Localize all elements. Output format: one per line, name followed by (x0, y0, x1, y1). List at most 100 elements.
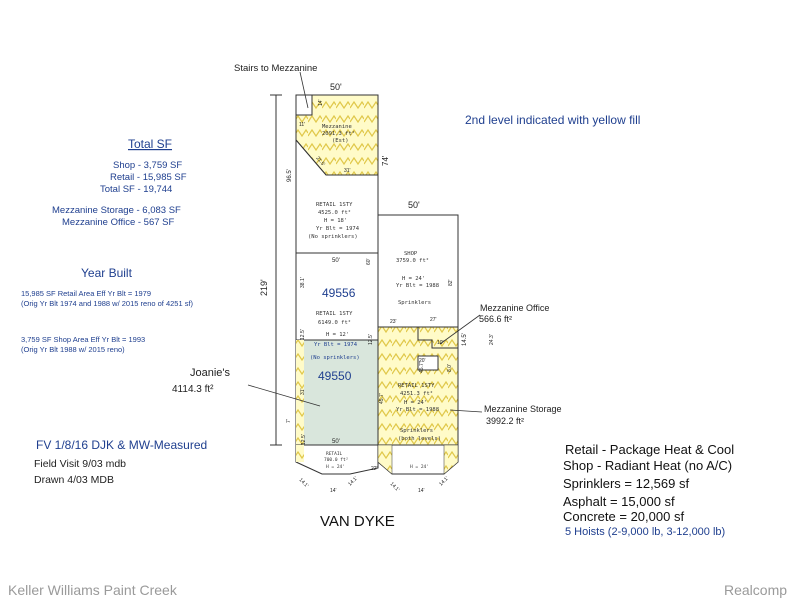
year-built-line2: (Orig Yr Blt 1974 and 1988 w/ 2015 reno … (21, 299, 194, 308)
mezz-top-l3: (Est) (332, 138, 349, 144)
retail-mid-l3: H = 12' (326, 332, 349, 338)
notes-line3: Sprinklers = 12,569 sf (563, 476, 689, 491)
dim-31b: 31' (344, 168, 351, 174)
dim-27: 27' (430, 317, 437, 323)
bottom-right-label: H = 24' (410, 464, 429, 470)
dim-45: 45.7' (419, 362, 425, 373)
year-built-line3: 3,759 SF Shop Area Eff Yr Blt = 1993 (21, 335, 145, 344)
dim-243: 24.3' (489, 334, 495, 345)
retail-small-l3: H = 24' (326, 464, 345, 470)
bottom-right-hatch-left (377, 444, 393, 475)
retail-top-l4: Yr Blt = 1974 (316, 226, 360, 232)
total-sf-mezz-office: Mezzanine Office - 567 SF (62, 217, 174, 228)
retail-top-l1: RETAIL 1STY (316, 202, 353, 208)
dim-141-b: 14.1' (347, 476, 359, 488)
retail-mid-l5: (No sprinklers) (310, 355, 360, 361)
legend-note: 2nd level indicated with yellow fill (465, 113, 640, 127)
dim-mid-width: 50' (332, 258, 340, 264)
dim-38: 38.1' (300, 277, 306, 288)
fv-line3: Drawn 4/03 MDB (34, 474, 114, 486)
dim-12-right: 12.5' (368, 334, 374, 345)
joanies-room (295, 339, 379, 446)
shop-l2: 3759.0 ft² (396, 257, 429, 264)
retail-mid-label: RETAIL 1STY 6149.0 ft² H = 12' (316, 311, 353, 338)
dim-141-d: 14.1' (438, 476, 450, 488)
joanies-name: Joanie's (190, 367, 231, 379)
notes-line6: 5 Hoists (2-9,000 lb, 3-12,000 lb) (565, 526, 725, 538)
street-label: VAN DYKE (320, 513, 395, 530)
retail-right-label: RETAIL 1STY 4251.3 ft² H = 24' Yr Blt = … (396, 383, 441, 442)
watermark-left: Keller Williams Paint Creek (8, 582, 178, 598)
joanies-leader (247, 384, 321, 407)
dim-141-a: 14.1' (298, 477, 310, 489)
dim-12-bottom: 12.5' (301, 434, 307, 445)
dim-8: 8.0' (447, 364, 453, 372)
dim-overall-height: 219' (259, 279, 269, 296)
joanies-yr-label: Yr Blt = 1974 (No sprinklers) (310, 342, 360, 361)
retail-right-l2: 4251.3 ft² (400, 390, 433, 397)
retail-mid-l4: Yr Blt = 1974 (314, 342, 358, 348)
notes-line2: Shop - Radiant Heat (no A/C) (563, 458, 732, 473)
mezz-storage-area: 3992.2 ft² (486, 416, 524, 426)
retail-small-l2: 700.0 ft² (324, 457, 348, 463)
retail-small-l1: RETAIL (326, 451, 343, 457)
shop-l1: SHOP (404, 251, 418, 257)
stairs-notch (295, 94, 313, 116)
mezz-storage-title: Mezzanine Storage (484, 404, 562, 414)
dim-left-upper: 96.5' (287, 169, 293, 182)
retail-mid-room (295, 252, 379, 341)
dim-shop-width: 50' (408, 200, 420, 210)
shop-label: SHOP 3759.0 ft² H = 24' Yr Blt = 1988 Sp… (396, 251, 439, 306)
retail-mid-number: 49556 (322, 286, 356, 300)
stairs-label: Stairs to Mezzanine (234, 63, 317, 74)
total-sf-mezz-storage: Mezzanine Storage - 6,083 SF (52, 205, 181, 216)
year-built-line4: (Orig Yr Blt 1988 w/ 2015 reno) (21, 345, 125, 354)
dim-82: 82' (448, 279, 454, 286)
joanies-hatch-strip (296, 340, 304, 445)
fv-line2: Field Visit 9/03 mdb (34, 458, 126, 470)
total-sf-title: Total SF (128, 137, 172, 151)
retail-right-l6: (both levels) (398, 436, 441, 442)
total-sf-total: Total SF - 19,744 (100, 184, 172, 195)
dim-14-a: 14' (330, 488, 337, 494)
retail-top-l3: H = 18' (324, 218, 347, 224)
dim-31: 31' (300, 388, 306, 395)
year-built-line1: 15,985 SF Retail Area Eff Yr Blt = 1979 (21, 289, 151, 298)
year-built-title: Year Built (81, 266, 133, 280)
retail-small-label: RETAIL 700.0 ft² H = 24' (324, 451, 348, 470)
shop-l3: H = 24' (402, 276, 425, 282)
dim-12-left: 12.5' (300, 329, 306, 340)
mezz-office-title: Mezzanine Office (480, 303, 549, 313)
notes-line5: Concrete = 20,000 sf (563, 509, 684, 524)
retail-right-l1: RETAIL 1STY (398, 383, 435, 389)
retail-mid-l2: 6149.0 ft² (318, 319, 351, 326)
dim-23: 23' (390, 319, 397, 325)
retail-top-label: RETAIL 1STY 4525.0 ft² H = 18' Yr Blt = … (308, 202, 360, 240)
fv-line1: FV 1/8/16 DJK & MW-Measured (36, 438, 207, 452)
inner-box (417, 355, 439, 371)
dim-141-c: 14.1' (389, 481, 401, 493)
retail-right-l5: Sprinklers (400, 428, 433, 434)
joanies-number: 49550 (318, 369, 352, 383)
office-leader (439, 314, 481, 345)
dim-bottom-width: 50' (332, 439, 340, 445)
dim-14-b: 14' (418, 488, 425, 494)
notes-line1: Retail - Package Heat & Cool (565, 442, 734, 457)
dim-20: 20' (419, 358, 426, 364)
joanies-area: 4114.3 ft² (172, 384, 214, 395)
mezzanine-top-label: Mezzanine 2091.3 ft² (Est) (322, 124, 355, 144)
watermark-right: Realcomp (724, 582, 787, 598)
dim-top-width: 50' (330, 82, 342, 92)
mezz-office-area: 566.6 ft² (479, 314, 512, 324)
retail-top-l2: 4525.0 ft² (318, 209, 351, 216)
dim-right-upper: 74' (381, 155, 390, 166)
stairs-leader (299, 71, 309, 109)
bottom-right-hatch-right (443, 444, 459, 475)
retail-right-l3: H = 24' (404, 400, 427, 406)
notes-line4: Asphalt = 15,000 sf (563, 494, 675, 509)
dim-7: 7' (286, 419, 292, 423)
dim-10: 10' (437, 340, 444, 346)
total-sf-retail: Retail - 15,985 SF (110, 172, 187, 183)
total-sf-shop: Shop - 3,759 SF (113, 160, 182, 171)
